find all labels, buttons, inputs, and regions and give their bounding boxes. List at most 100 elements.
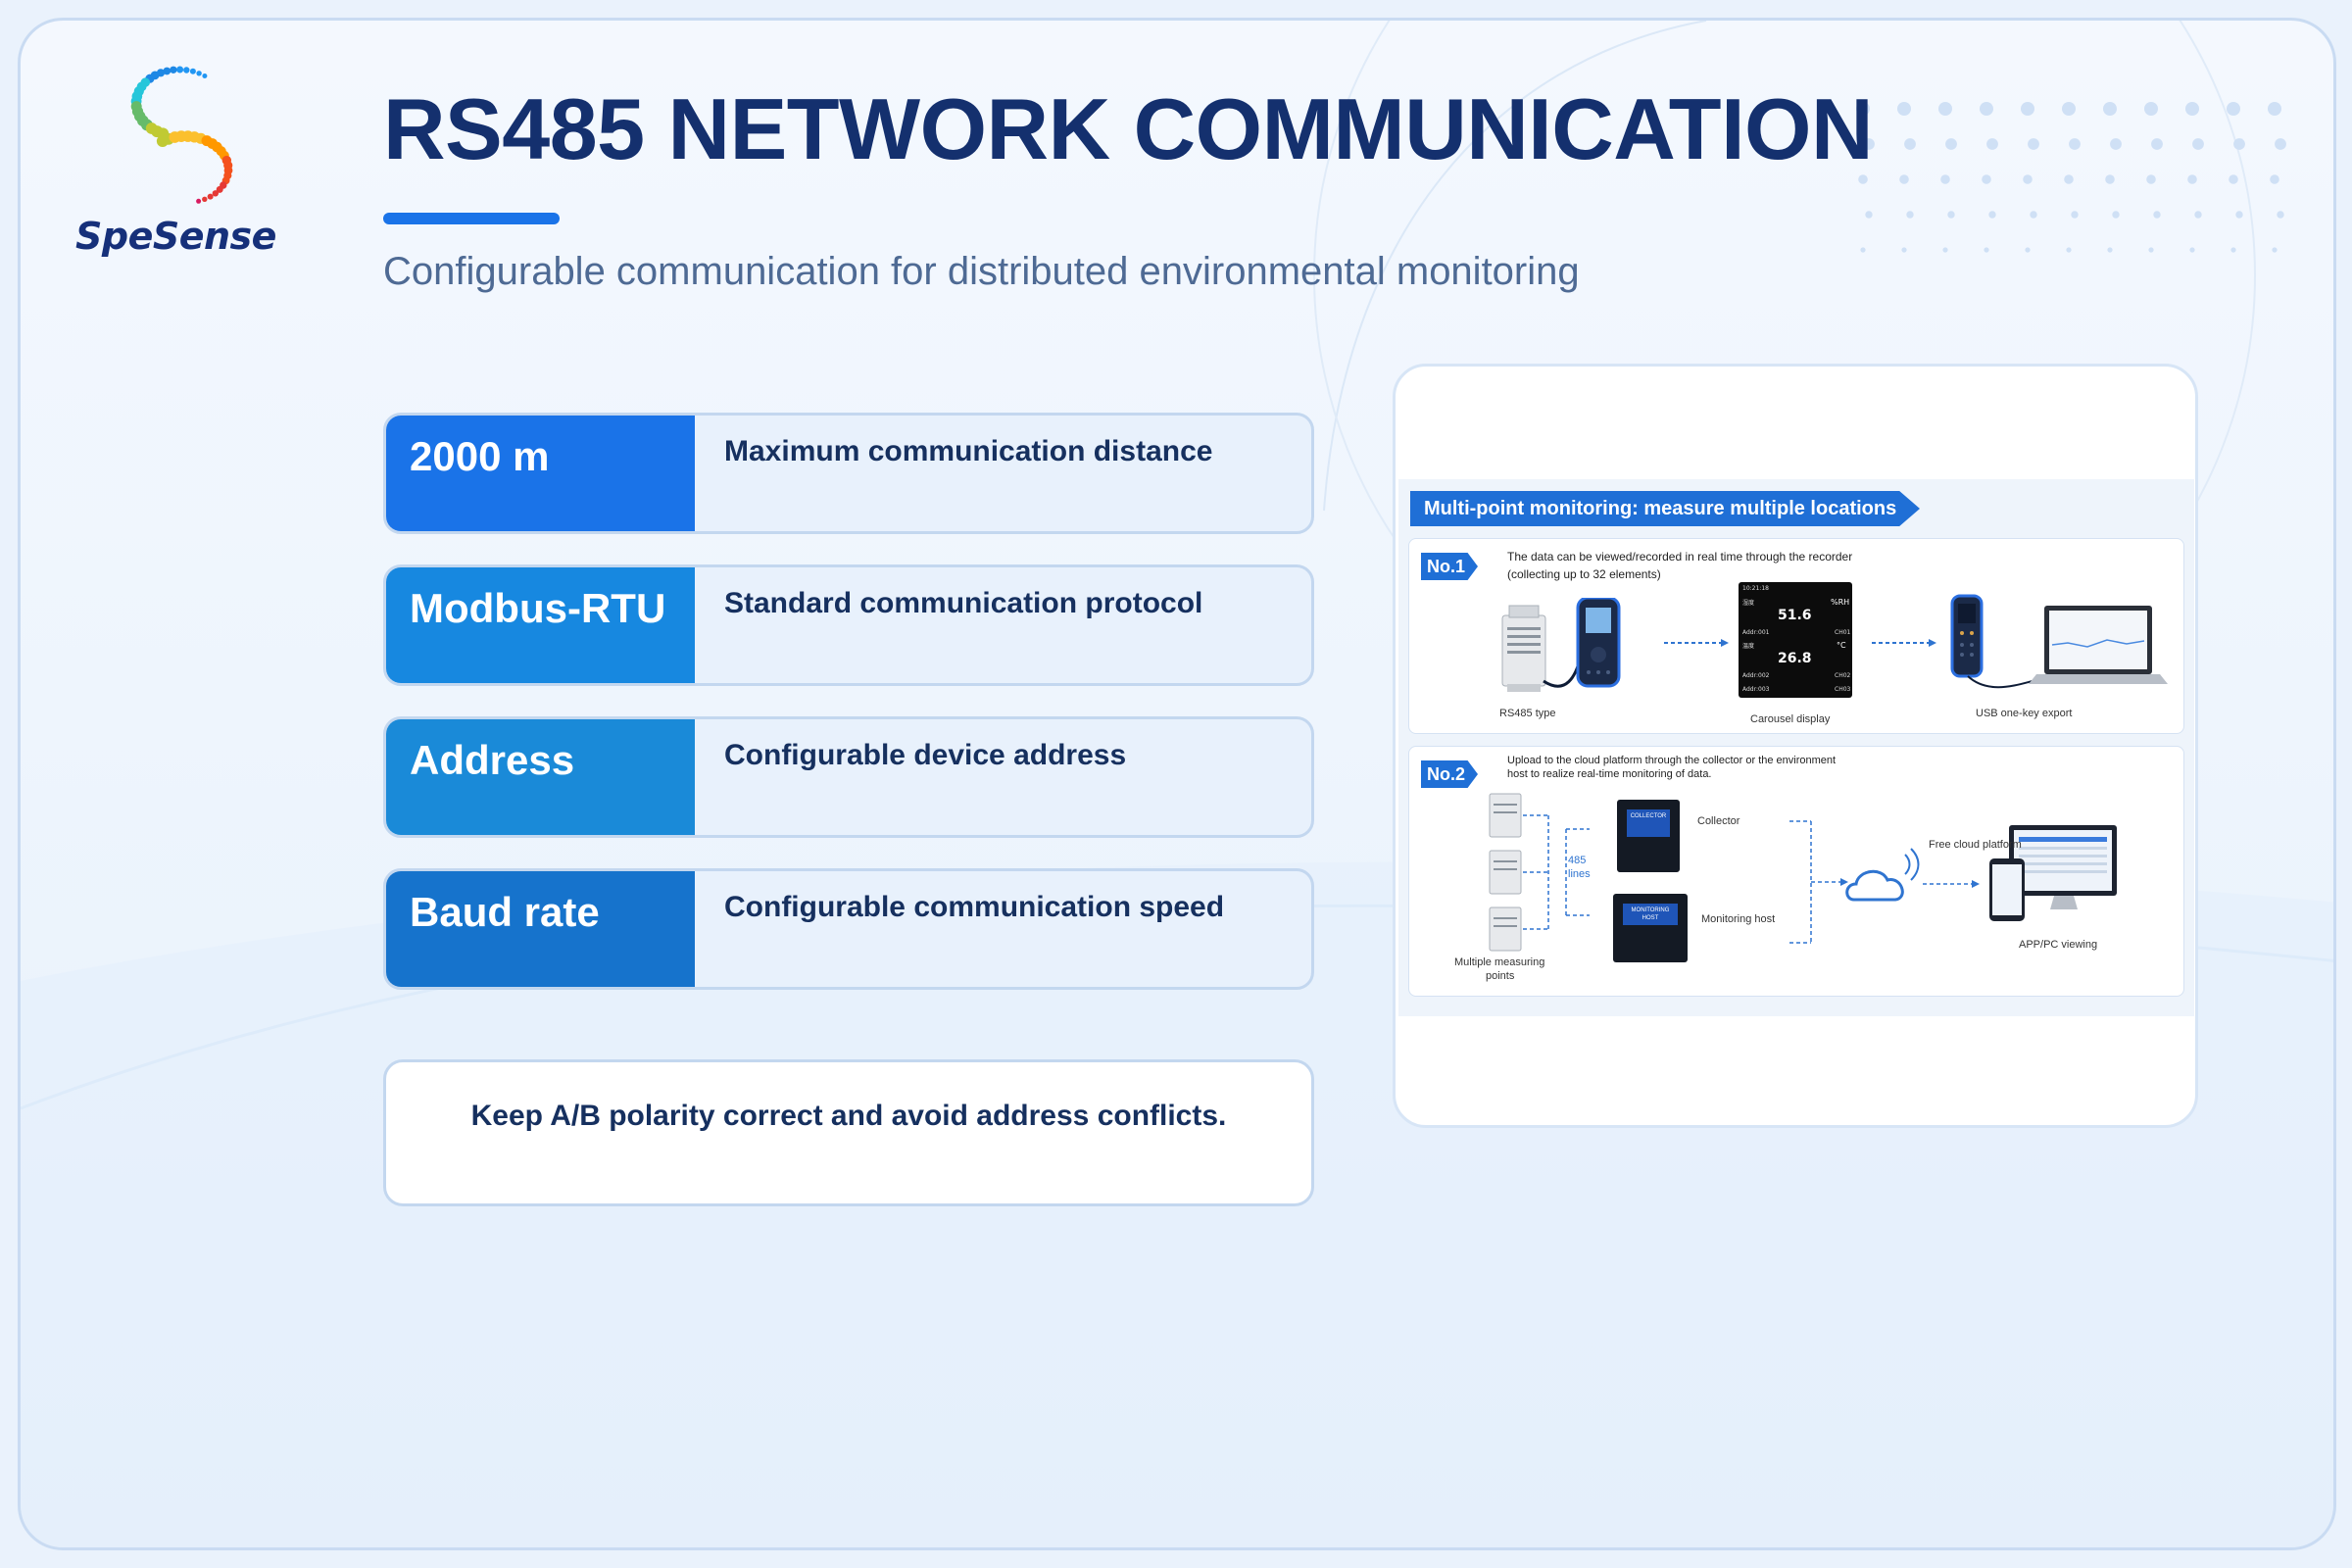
feature-key: 2000 m xyxy=(386,416,695,531)
decorative-dot xyxy=(2268,102,2281,116)
decorative-dot xyxy=(2021,102,2034,116)
usb-export-icon xyxy=(1950,594,2168,689)
decorative-dot xyxy=(2272,247,2278,253)
note-box: Keep A/B polarity correct and avoid addr… xyxy=(383,1059,1314,1206)
decorative-dot xyxy=(2069,138,2081,150)
decorative-dot xyxy=(2110,138,2122,150)
diagram-card-no2: No.2 Upload to the cloud platform throug… xyxy=(1408,746,2184,997)
diagram-card-no1: No.1 The data can be viewed/recorded in … xyxy=(1408,538,2184,734)
screen-unit-2: °C xyxy=(1837,641,1846,650)
decorative-dot xyxy=(1856,102,1870,116)
carousel-screen: 10:21:18 湿度 %RH 51.6 Addr:001 CH01 温度 °C… xyxy=(1739,582,1852,698)
diagram-banner: Multi-point monitoring: measure multiple… xyxy=(1410,491,1920,526)
screen-ch-1: CH01 xyxy=(1835,629,1851,636)
screen-ch-2: CH02 xyxy=(1835,672,1851,679)
label-485: 485 xyxy=(1568,855,1587,866)
logo-dot xyxy=(202,196,208,202)
logo-dot xyxy=(216,185,223,193)
slide-frame: SpeSense RS485 NETWORK COMMUNICATION Con… xyxy=(18,18,2336,1550)
decorative-dot xyxy=(1906,211,1914,219)
label-rs485-type: RS485 type xyxy=(1499,708,1556,719)
decorative-dot xyxy=(2148,247,2154,253)
decorative-dot xyxy=(2144,102,2158,116)
feature-row-address: Address Configurable device address xyxy=(383,716,1314,838)
decorative-dot xyxy=(2275,138,2286,150)
logo-dot xyxy=(189,68,196,74)
feature-desc: Configurable device address xyxy=(724,739,1127,771)
decorative-dot xyxy=(1858,174,1868,184)
decorative-dot xyxy=(2071,211,2079,219)
feature-row-distance: 2000 m Maximum communication distance xyxy=(383,413,1314,534)
decorative-dot xyxy=(2270,174,2279,184)
decorative-dot xyxy=(2194,211,2202,219)
feature-row-baud-rate: Baud rate Configurable communication spe… xyxy=(383,868,1314,990)
logo-dot xyxy=(176,66,184,74)
label-lines: lines xyxy=(1568,868,1591,880)
logo-dot xyxy=(196,198,202,204)
label-carousel-display: Carousel display xyxy=(1750,713,1831,725)
label-measuring-points-2: points xyxy=(1486,970,1515,982)
no1-text-line1: The data can be viewed/recorded in real … xyxy=(1507,550,1853,564)
decorative-dot xyxy=(1988,211,1996,219)
logo-dot xyxy=(163,67,172,75)
monitoring-host-device: MONITORING HOST xyxy=(1613,894,1688,962)
collector-device: COLLECTOR xyxy=(1617,800,1680,872)
decorative-dot xyxy=(2233,138,2245,150)
decorative-dot xyxy=(2023,174,2033,184)
decorative-dot xyxy=(1865,211,1873,219)
decorative-dot xyxy=(1904,138,1916,150)
collector-title: COLLECTOR xyxy=(1627,809,1670,837)
screen-value-2: 26.8 xyxy=(1778,651,1812,666)
label-monitoring-host: Monitoring host xyxy=(1701,913,1776,925)
spesense-logo: SpeSense xyxy=(60,42,315,277)
decorative-dot xyxy=(2028,138,2039,150)
decorative-dot xyxy=(2062,102,2076,116)
decorative-dot xyxy=(2025,247,2031,253)
logo-text: SpeSense xyxy=(75,215,276,258)
feature-desc: Standard communication protocol xyxy=(724,587,1203,619)
title-underline xyxy=(383,213,560,224)
decorative-dot xyxy=(1860,247,1866,253)
decorative-dot xyxy=(2153,211,2161,219)
decorative-dot xyxy=(1980,102,1993,116)
decorative-dot xyxy=(1984,247,1989,253)
arrow-icon xyxy=(1872,639,1936,647)
feature-row-protocol: Modbus-RTU Standard communication protoc… xyxy=(383,564,1314,686)
screen-addr-3: Addr:003 xyxy=(1742,686,1770,693)
decorative-dot xyxy=(2185,102,2199,116)
decorative-dot xyxy=(2151,138,2163,150)
no2-text-line2: host to realize real-time monitoring of … xyxy=(1507,768,1712,780)
decorative-dot xyxy=(1901,247,1907,253)
screen-value-1: 51.6 xyxy=(1778,608,1812,623)
screen-label-1: 湿度 xyxy=(1742,600,1755,607)
decorative-dot xyxy=(2230,247,2236,253)
decorative-dot xyxy=(1942,247,1948,253)
decorative-dot xyxy=(2192,138,2204,150)
decorative-dot xyxy=(2227,102,2240,116)
decorative-dot-grid xyxy=(1856,102,2286,253)
decorative-dot xyxy=(1897,102,1911,116)
logo-dot xyxy=(207,193,214,200)
decorative-dot xyxy=(2107,247,2113,253)
decorative-dot xyxy=(1986,138,1998,150)
decorative-dot xyxy=(1938,102,1952,116)
feature-key: Modbus-RTU xyxy=(386,567,695,683)
diagram-panel: Multi-point monitoring: measure multiple… xyxy=(1393,364,2198,1128)
screen-unit-1: %RH xyxy=(1831,598,1850,607)
decorative-dot xyxy=(2030,211,2037,219)
logo-dot xyxy=(183,67,190,74)
decorative-dot xyxy=(2105,174,2115,184)
page-subtitle: Configurable communication for distribut… xyxy=(383,250,1580,293)
label-cloud-platform: Free cloud platform xyxy=(1929,839,2022,851)
feature-desc: Maximum communication distance xyxy=(724,435,1213,467)
decorative-dot xyxy=(1945,138,1957,150)
arrow-icon xyxy=(1664,639,1729,647)
decorative-dot xyxy=(2064,174,2074,184)
multi-point-diagram: Multi-point monitoring: measure multiple… xyxy=(1398,479,2194,1016)
feature-desc: Configurable communication speed xyxy=(724,891,1225,923)
screen-ch-3: CH03 xyxy=(1835,686,1851,693)
decorative-dot xyxy=(1940,174,1950,184)
decorative-dot xyxy=(2235,211,2243,219)
decorative-dot xyxy=(1863,138,1875,150)
screen-addr-2: Addr:002 xyxy=(1742,672,1770,679)
